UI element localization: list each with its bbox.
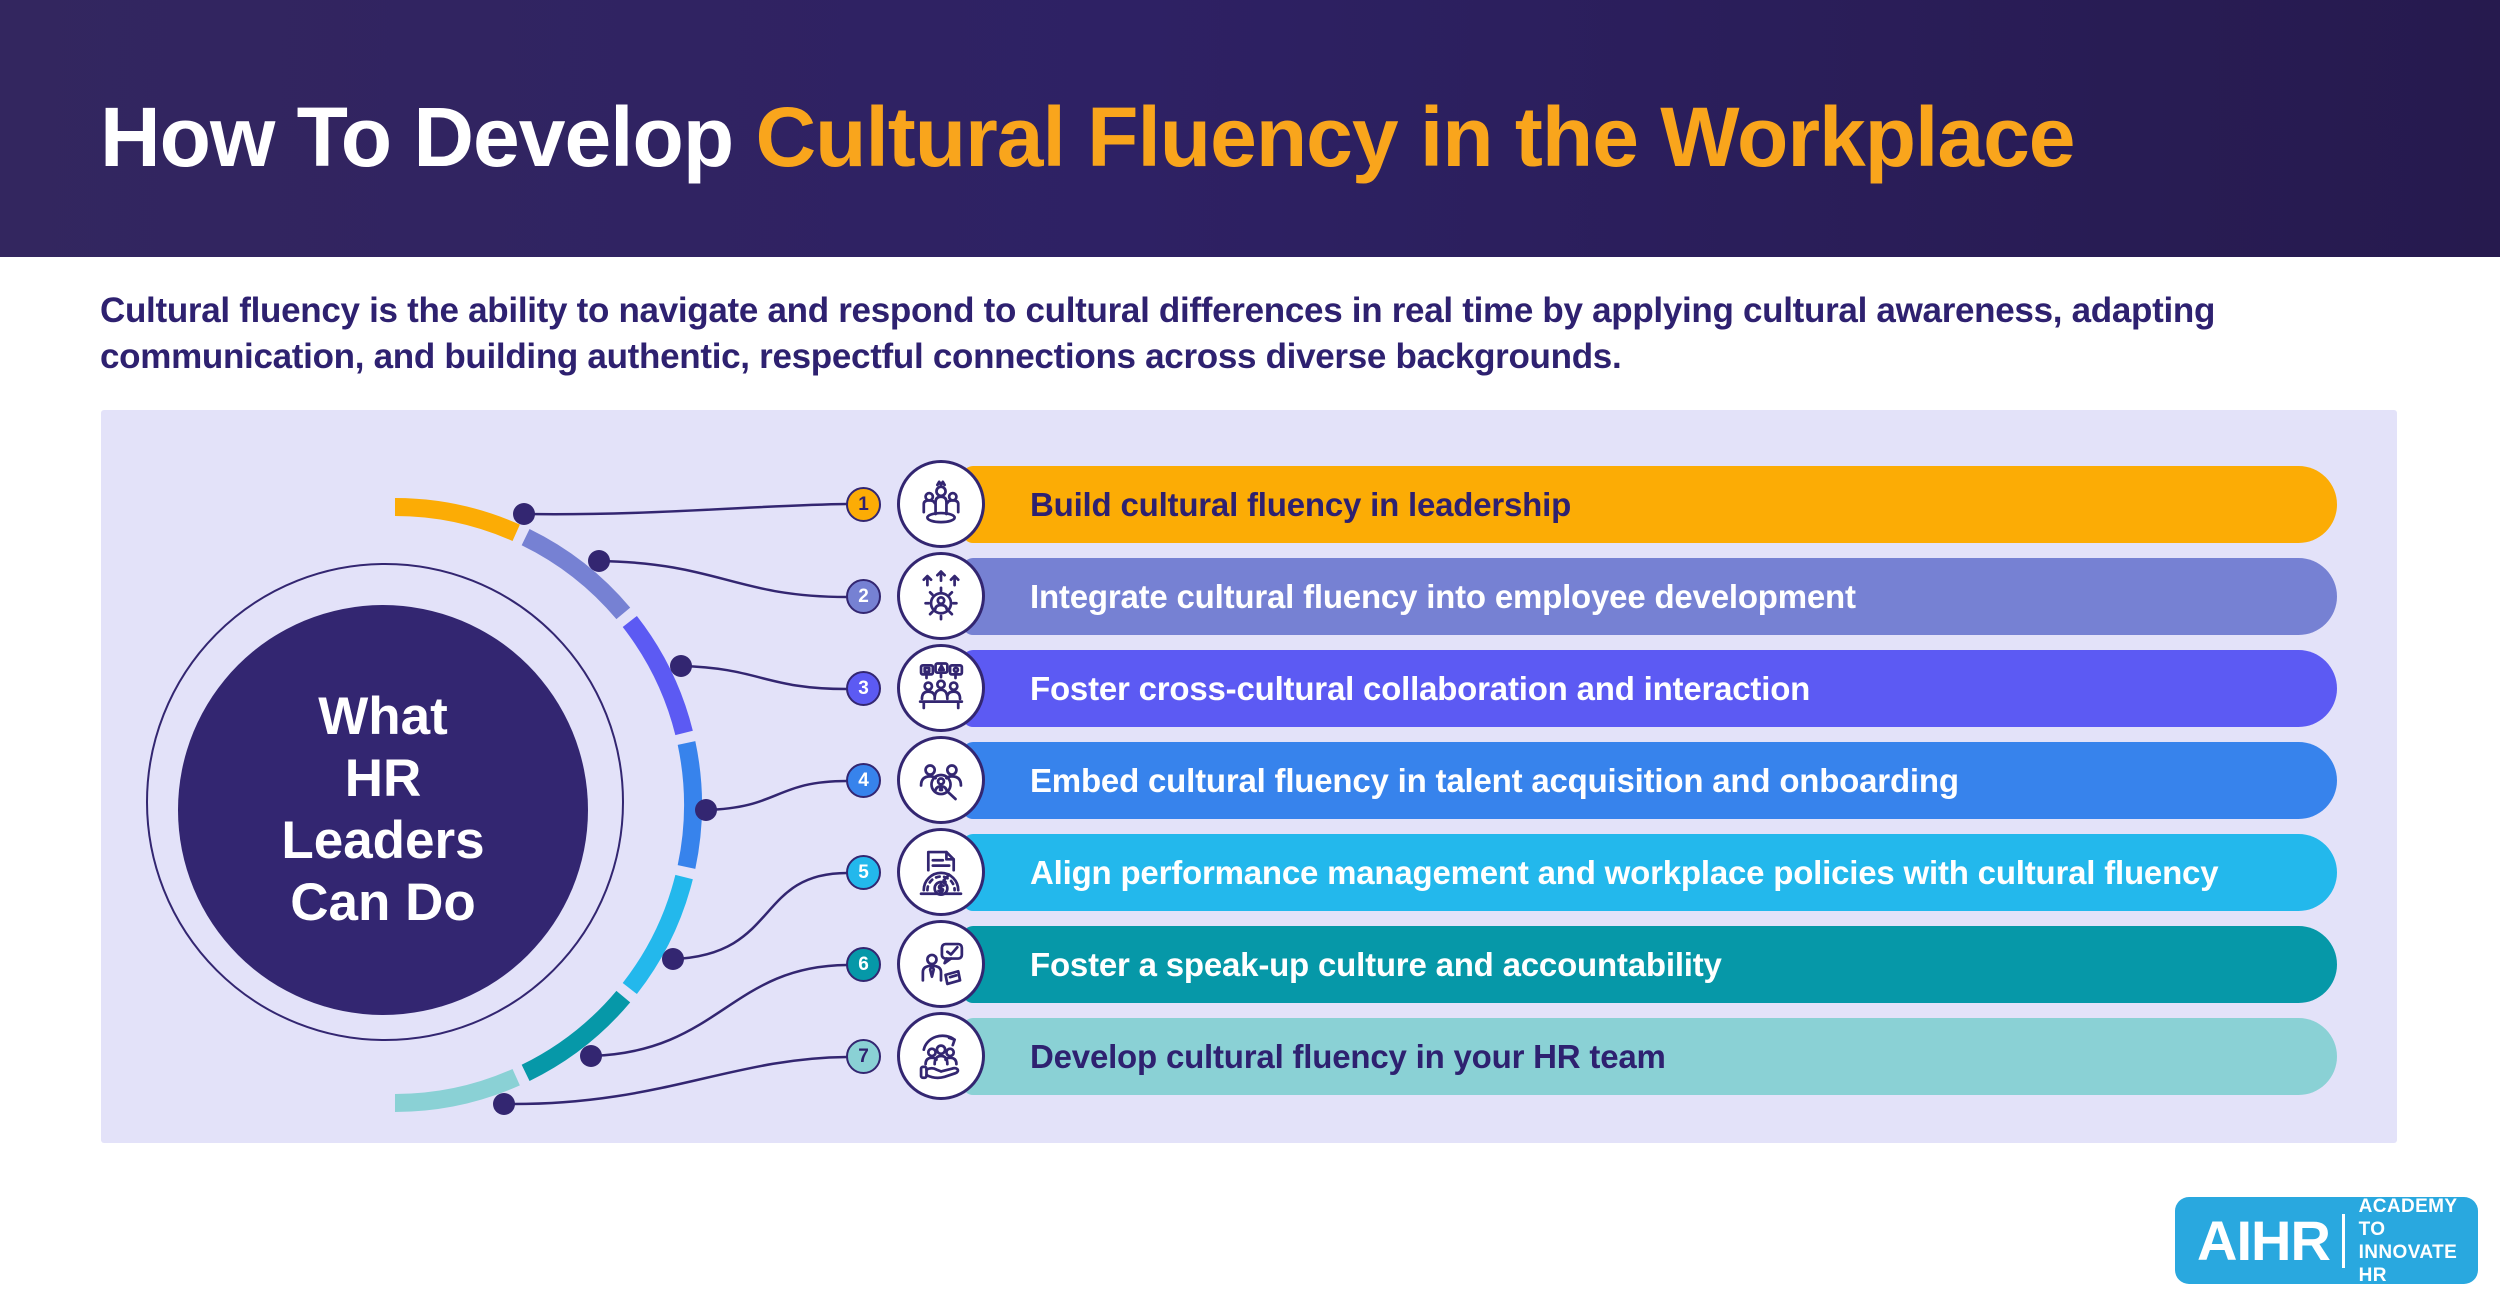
- step-icon-circle-4: [897, 736, 985, 824]
- step-bar-5: Align performance management and workpla…: [963, 834, 2337, 911]
- intro-paragraph: Cultural fluency is the ability to navig…: [100, 288, 2400, 380]
- step-number-4: 4: [858, 769, 869, 791]
- logo-divider: [2341, 1213, 2345, 1268]
- step-bar-6: Foster a speak-up culture and accountabi…: [963, 926, 2337, 1003]
- step-icon-circle-2: [897, 552, 985, 640]
- step-label-3: Foster cross-cultural collaboration and …: [1030, 669, 1811, 707]
- hub-line-4: Can Do: [290, 873, 476, 932]
- step-icon-circle-5: [897, 828, 985, 916]
- step-bar-7: Develop cultural fluency in your HR team: [963, 1018, 2337, 1095]
- hub-circle: What HR Leaders Can Do: [178, 605, 588, 1015]
- step-icon-circle-1: [897, 460, 985, 548]
- step-label-1: Build cultural fluency in leadership: [1030, 485, 1572, 523]
- aihr-tagline-line-1: ACADEMY TO: [2358, 1195, 2458, 1240]
- step-number-badge-2: 2: [846, 579, 881, 614]
- team-development-icon: [919, 1034, 960, 1080]
- step-bar-2: Integrate cultural fluency into employee…: [963, 558, 2337, 635]
- step-label-2: Integrate cultural fluency into employee…: [1030, 577, 1856, 615]
- step-bar-1: Build cultural fluency in leadership: [963, 466, 2337, 543]
- hub-line-3: Leaders: [281, 811, 485, 870]
- step-bar-4: Embed cultural fluency in talent acquisi…: [963, 742, 2337, 819]
- step-label-6: Foster a speak-up culture and accountabi…: [1030, 945, 1722, 983]
- step-number-5: 5: [858, 861, 869, 883]
- talent-search-icon: [919, 764, 963, 801]
- leadership-team-icon: [922, 480, 960, 524]
- step-number-badge-7: 7: [846, 1039, 881, 1074]
- step-label-4: Embed cultural fluency in talent acquisi…: [1030, 761, 1959, 799]
- speak-up-icon: [921, 942, 964, 986]
- page-title-accent: Cultural Fluency in the Workplace: [755, 90, 2075, 184]
- aihr-logo-wordmark: AIHR: [2197, 1208, 2331, 1272]
- performance-policy-icon: [919, 850, 963, 897]
- aihr-logo-tagline: ACADEMY TO INNOVATE HR: [2359, 1195, 2478, 1287]
- hub-line-1: What: [318, 687, 448, 746]
- hub-line-2: HR: [344, 749, 422, 808]
- header-banner: How To Develop Cultural Fluency in the W…: [0, 0, 2500, 257]
- step-label-5: Align performance management and workpla…: [1030, 853, 2219, 891]
- step-number-6: 6: [858, 953, 869, 975]
- meeting-collaboration-icon: [918, 662, 964, 710]
- step-number-badge-3: 3: [846, 671, 881, 706]
- page-title: How To Develop Cultural Fluency in the W…: [100, 89, 2076, 186]
- step-icon-circle-7: [897, 1012, 985, 1100]
- intro-line-1: Cultural fluency is the ability to navig…: [100, 291, 2216, 330]
- step-number-badge-6: 6: [846, 947, 881, 982]
- aihr-logo: AIHR ACADEMY TO INNOVATE HR: [2175, 1195, 2478, 1287]
- step-number-7: 7: [858, 1045, 869, 1067]
- step-number-badge-4: 4: [846, 763, 881, 798]
- growth-gear-icon: [922, 570, 960, 621]
- step-number-3: 3: [858, 677, 869, 699]
- page-title-prefix: How To Develop: [100, 90, 756, 184]
- step-bar-3: Foster cross-cultural collaboration and …: [963, 650, 2337, 727]
- step-number-2: 2: [858, 585, 869, 607]
- step-number-badge-1: 1: [846, 487, 881, 522]
- aihr-tagline-line-2: INNOVATE HR: [2358, 1241, 2458, 1286]
- step-number-1: 1: [858, 493, 869, 515]
- step-icon-circle-6: [897, 920, 985, 1008]
- step-number-badge-5: 5: [846, 855, 881, 890]
- intro-line-2: communication, and building authentic, r…: [100, 337, 1622, 376]
- step-icon-circle-3: [897, 644, 985, 732]
- step-label-7: Develop cultural fluency in your HR team: [1030, 1037, 1666, 1075]
